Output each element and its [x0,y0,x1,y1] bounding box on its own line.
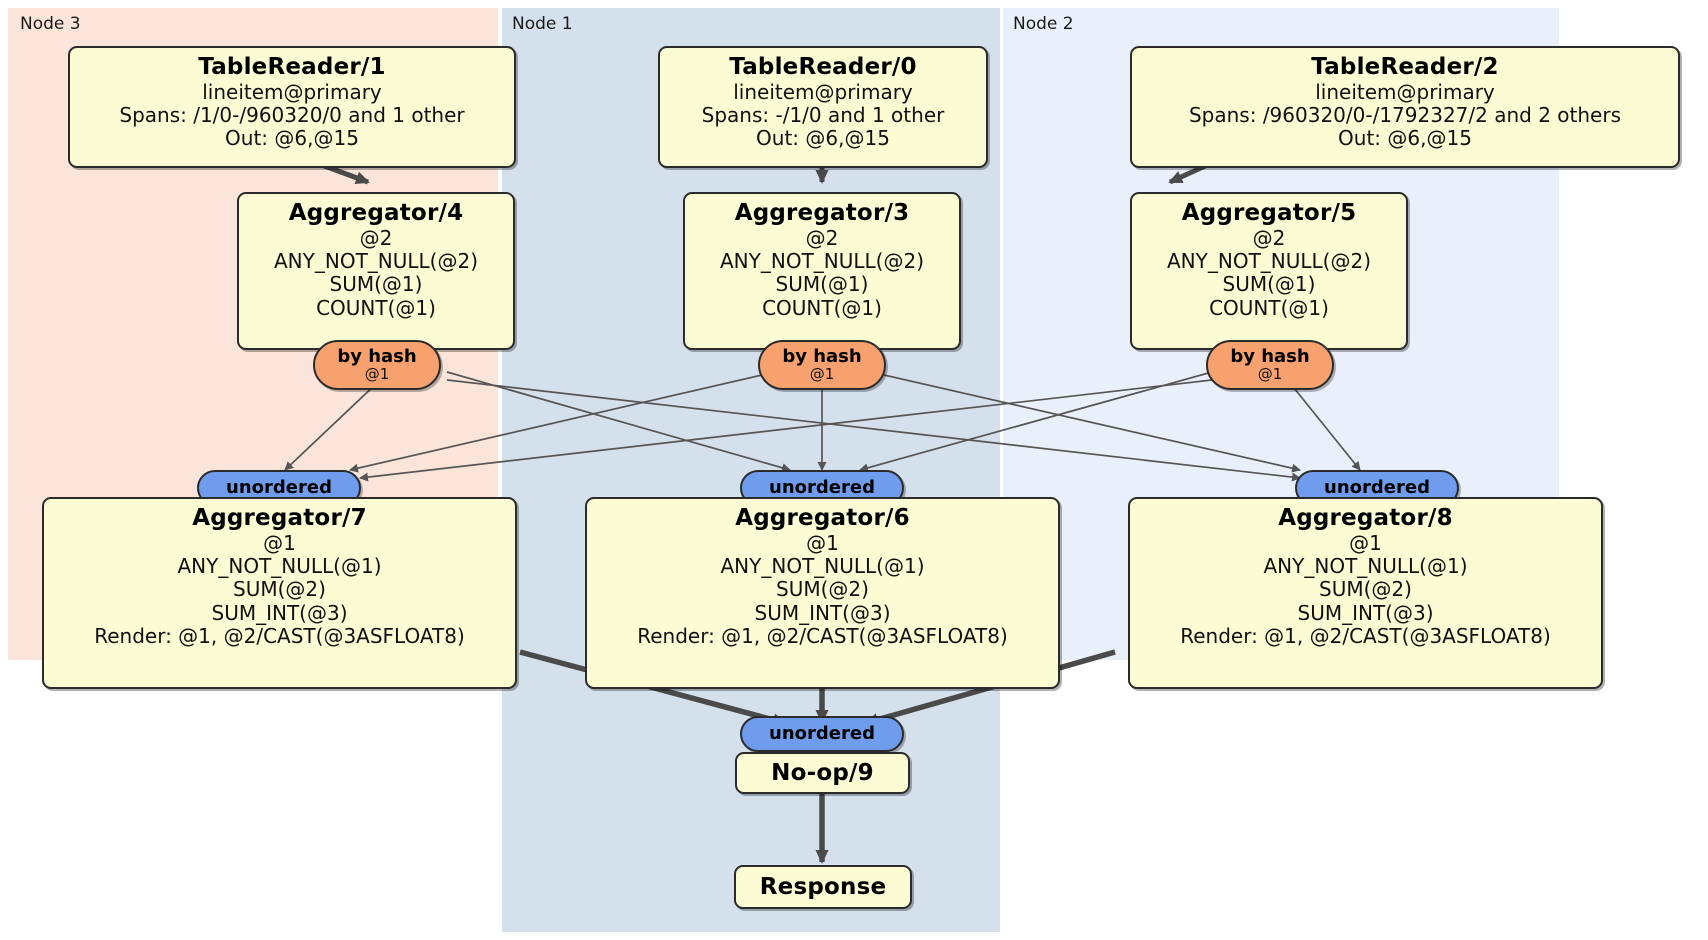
processor-detail-line: Out: @6,@15 [756,126,890,151]
processor-table-reader-1[interactable]: TableReader/1 lineitem@primary Spans: /1… [68,46,516,168]
processor-response[interactable]: Response [734,865,912,909]
processor-detail-line: Out: @6,@15 [225,126,359,151]
processor-title: No-op/9 [771,759,874,786]
processor-detail-line: SUM(@1) [329,272,423,297]
processor-title: TableReader/1 [198,54,386,80]
processor-detail-line: @1 [263,530,296,555]
processor-detail-line: ANY_NOT_NULL(@1) [720,554,925,579]
processor-detail-line: SUM(@1) [775,272,869,297]
processor-detail-line: lineitem@primary [733,79,913,104]
processor-title: Aggregator/8 [1278,505,1453,531]
processor-detail-line: Render: @1, @2/CAST(@3ASFLOAT8) [1180,624,1551,649]
router-unordered-final[interactable]: unordered [740,716,904,752]
router-label: by hash [782,345,862,367]
processor-detail-line: SUM(@2) [1319,577,1412,602]
processor-title: Aggregator/7 [192,505,367,531]
processor-title: Aggregator/4 [288,200,464,226]
node-label-node2: Node 2 [1013,14,1074,34]
processor-detail-line: @2 [805,225,839,250]
router-label: unordered [226,476,332,498]
router-sub-label: @1 [809,364,835,383]
processor-detail-line: @1 [806,530,839,555]
processor-detail-line: @2 [1252,225,1286,250]
router-label: unordered [1324,476,1430,498]
router-label: unordered [769,476,875,498]
processor-detail-line: SUM_INT(@3) [754,600,891,625]
node-label-node3: Node 3 [20,14,81,34]
processor-detail-line: lineitem@primary [202,79,382,104]
processor-detail-line: SUM(@1) [1222,272,1316,297]
processor-detail-line: SUM(@2) [233,577,326,602]
router-by-hash-center[interactable]: by hash @1 [758,340,886,390]
processor-aggregator-5[interactable]: Aggregator/5 @2 ANY_NOT_NULL(@2) SUM(@1)… [1130,192,1408,350]
processor-title: Aggregator/6 [735,505,910,531]
processor-detail-line: ANY_NOT_NULL(@1) [177,554,382,579]
processor-detail-line: COUNT(@1) [1209,295,1329,320]
router-sub-label: @1 [364,364,390,383]
processor-detail-line: SUM_INT(@3) [1297,600,1434,625]
processor-detail-line: COUNT(@1) [762,295,882,320]
router-by-hash-right[interactable]: by hash @1 [1206,340,1334,390]
processor-detail-line: Out: @6,@15 [1338,126,1472,151]
router-label: by hash [1230,345,1310,367]
router-sub-label: @1 [1257,364,1283,383]
processor-title: TableReader/0 [729,54,917,80]
processor-detail-line: Render: @1, @2/CAST(@3ASFLOAT8) [94,624,465,649]
node-label-node1: Node 1 [512,14,573,34]
processor-detail-line: Spans: /960320/0-/1792327/2 and 2 others [1188,103,1621,128]
processor-detail-line: lineitem@primary [1315,79,1495,104]
processor-aggregator-3[interactable]: Aggregator/3 @2 ANY_NOT_NULL(@2) SUM(@1)… [683,192,961,350]
processor-detail-line: COUNT(@1) [316,295,436,320]
processor-detail-line: @2 [359,225,393,250]
processor-title: Aggregator/3 [734,200,910,226]
router-by-hash-left[interactable]: by hash @1 [313,340,441,390]
router-label: unordered [769,722,875,744]
processor-detail-line: Spans: /1/0-/960320/0 and 1 other [119,103,465,128]
processor-title: Aggregator/5 [1181,200,1357,226]
processor-title: TableReader/2 [1311,54,1499,80]
processor-detail-line: ANY_NOT_NULL(@1) [1263,554,1468,579]
processor-aggregator-6[interactable]: Aggregator/6 @1 ANY_NOT_NULL(@1) SUM(@2)… [585,497,1060,689]
processor-detail-line: ANY_NOT_NULL(@2) [274,249,478,274]
processor-detail-line: @1 [1349,530,1382,555]
processor-detail-line: SUM(@2) [776,577,869,602]
processor-aggregator-4[interactable]: Aggregator/4 @2 ANY_NOT_NULL(@2) SUM(@1)… [237,192,515,350]
router-label: by hash [337,345,417,367]
processor-detail-line: SUM_INT(@3) [211,600,348,625]
processor-aggregator-7[interactable]: Aggregator/7 @1 ANY_NOT_NULL(@1) SUM(@2)… [42,497,517,689]
processor-aggregator-8[interactable]: Aggregator/8 @1 ANY_NOT_NULL(@1) SUM(@2)… [1128,497,1603,689]
processor-table-reader-0[interactable]: TableReader/0 lineitem@primary Spans: -/… [658,46,988,168]
processor-detail-line: ANY_NOT_NULL(@2) [720,249,924,274]
processor-table-reader-2[interactable]: TableReader/2 lineitem@primary Spans: /9… [1130,46,1680,168]
processor-noop-9[interactable]: No-op/9 [735,752,910,794]
processor-detail-line: ANY_NOT_NULL(@2) [1167,249,1371,274]
processor-detail-line: Spans: -/1/0 and 1 other [701,103,945,128]
processor-title: Response [759,873,887,900]
processor-detail-line: Render: @1, @2/CAST(@3ASFLOAT8) [637,624,1008,649]
